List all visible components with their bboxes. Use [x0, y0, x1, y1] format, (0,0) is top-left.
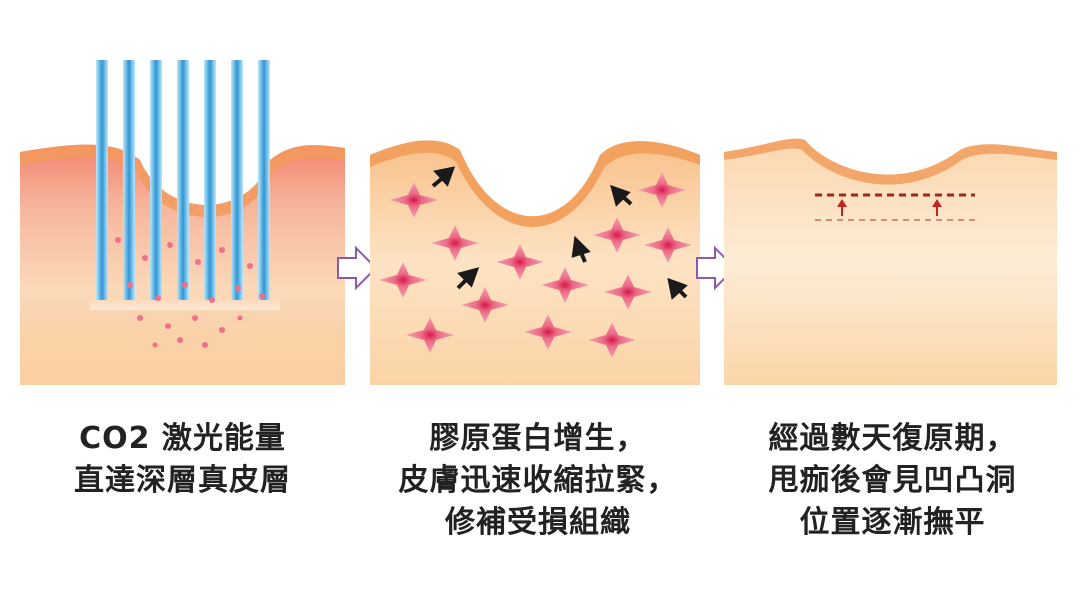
caption-line: CO2 激光能量	[79, 421, 286, 456]
up-arrow-icon	[837, 199, 847, 216]
next-arrow-icon	[337, 245, 378, 291]
laser-beams	[90, 60, 280, 310]
collagen-cells	[379, 172, 692, 358]
step-2-caption: 膠原蛋白增生， 皮膚迅速收縮拉緊， 修補受損組織	[358, 418, 718, 544]
caption-line: 膠原蛋白增生，	[429, 421, 647, 456]
panel-laser	[20, 60, 345, 385]
process-illustration	[20, 60, 1057, 385]
caption-line: 直達深層真皮層	[74, 463, 291, 498]
panel-healed	[724, 138, 1057, 385]
contraction-arrows	[431, 166, 688, 300]
caption-line: 修補受損組織	[445, 505, 631, 540]
caption-line: 經過數天復原期，	[768, 421, 1017, 456]
step-1-caption: CO2 激光能量 直達深層真皮層	[20, 418, 345, 502]
caption-line: 皮膚迅速收縮拉緊，	[398, 463, 678, 498]
raised-level-lines	[815, 193, 975, 221]
energy-dots	[115, 237, 265, 348]
up-arrow-icon	[932, 199, 942, 216]
step-3-caption: 經過數天復原期， 甩痂後會見凹凸洞 位置逐漸撫平	[725, 418, 1060, 544]
panel-collagen	[370, 140, 700, 385]
caption-line: 位置逐漸撫平	[799, 505, 986, 540]
caption-line: 甩痂後會見凹凸洞	[768, 463, 1017, 498]
